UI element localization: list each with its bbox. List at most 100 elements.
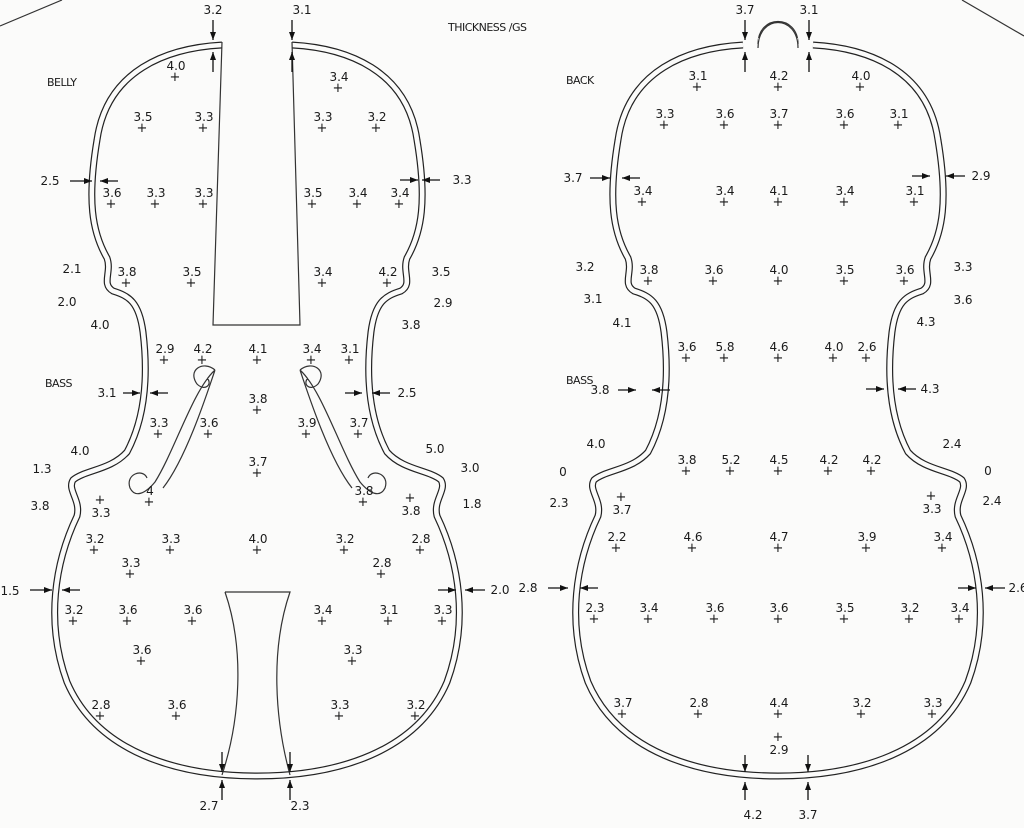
belly-measurement-point: +3.4 xyxy=(313,603,332,629)
belly-thickness-value: 4 xyxy=(146,484,154,498)
back-thickness-value: 3.5 xyxy=(835,601,854,615)
cross-marker-icon: + xyxy=(405,491,416,506)
back-thickness-value: 3.4 xyxy=(633,184,652,198)
belly-edge-thickness: 3.0 xyxy=(460,461,479,475)
belly-edge-thickness: 3.2 xyxy=(203,3,222,17)
belly-measurement-point: +3.3 xyxy=(149,416,168,442)
back-measurement-point: +3.1 xyxy=(688,69,707,95)
belly-thickness-value: 4.1 xyxy=(248,342,267,356)
back-thickness-value: 4.7 xyxy=(769,530,788,544)
cross-marker-icon: + xyxy=(415,543,426,558)
belly-measurement-point: +4.2 xyxy=(193,342,212,368)
cross-marker-icon: + xyxy=(693,707,704,722)
belly-outline-right xyxy=(256,41,463,780)
belly-thickness-value: 3.1 xyxy=(379,603,398,617)
back-measurement-point: +2.9 xyxy=(769,730,788,757)
cross-marker-icon: + xyxy=(197,353,208,368)
back-thickness-value: 3.6 xyxy=(715,107,734,121)
belly-thickness-value: 2.8 xyxy=(372,556,391,570)
back-thickness-value: 4.2 xyxy=(819,453,838,467)
belly-thickness-value: 3.3 xyxy=(313,110,332,124)
back-thickness-value: 3.4 xyxy=(933,530,952,544)
back-thickness-value: 3.9 xyxy=(857,530,876,544)
back-measurement-point: +4.2 xyxy=(819,453,838,479)
cross-marker-icon: + xyxy=(611,541,622,556)
back-edge-thickness: 3.1 xyxy=(799,3,818,17)
belly-thickness-value: 3.3 xyxy=(343,643,362,657)
back-edge-thickness: 4.2 xyxy=(743,808,762,822)
cross-marker-icon: + xyxy=(165,543,176,558)
belly-measurement-point: +4.0 xyxy=(248,532,267,558)
back-measurement-point: +5.8 xyxy=(715,340,734,366)
cross-marker-icon: + xyxy=(252,403,263,418)
back-thickness-value: 3.8 xyxy=(677,453,696,467)
belly-measurement-point: +4 xyxy=(144,484,155,510)
back-thickness-value: 3.4 xyxy=(950,601,969,615)
belly-measurement-point: +4.0 xyxy=(166,59,185,85)
back-measurement-point: +5.2 xyxy=(721,453,740,479)
back-thickness-value: 2.3 xyxy=(585,601,604,615)
belly-measurement-point: +3.6 xyxy=(183,603,202,629)
belly-measurement-point: +3.4 xyxy=(390,186,409,212)
cross-marker-icon: + xyxy=(589,612,600,627)
back-thickness-value: 3.4 xyxy=(715,184,734,198)
back-thickness-value: 4.0 xyxy=(824,340,843,354)
cross-marker-icon: + xyxy=(839,195,850,210)
back-edge-thickness: 0 xyxy=(559,465,567,479)
cross-marker-icon: + xyxy=(198,197,209,212)
back-measurement-point: +3.4 xyxy=(715,184,734,210)
cross-marker-icon: + xyxy=(333,81,344,96)
belly-thickness-value: 3.4 xyxy=(313,603,332,617)
belly-thickness-value: 4.0 xyxy=(248,532,267,546)
cross-marker-icon: + xyxy=(899,274,910,289)
cross-marker-icon: + xyxy=(708,274,719,289)
cross-marker-icon: + xyxy=(339,543,350,558)
cross-marker-icon: + xyxy=(856,707,867,722)
back-edge-thickness: 2.4 xyxy=(942,437,961,451)
back-thickness-value: 3.1 xyxy=(905,184,924,198)
back-measurement-point: +4.0 xyxy=(851,69,870,95)
belly-measurement-point: +3.4 xyxy=(313,265,332,291)
belly-edge-thickness: 2.3 xyxy=(290,799,309,813)
belly-edge-thickness: 3.8 xyxy=(401,318,420,332)
cross-marker-icon: + xyxy=(252,543,263,558)
back-thickness-value: 5.2 xyxy=(721,453,740,467)
cross-marker-icon: + xyxy=(301,427,312,442)
back-outline-right xyxy=(777,41,984,780)
belly-measurement-point: +3.3 xyxy=(433,603,452,629)
belly-measurement-point: +3.3 xyxy=(330,698,349,724)
belly-measurement-point: +4.2 xyxy=(378,265,397,291)
belly-thickness-value: 2.8 xyxy=(91,698,110,712)
belly-edge-thickness: 3.3 xyxy=(452,173,471,187)
cross-marker-icon: + xyxy=(773,118,784,133)
back-measurement-point: +4.0 xyxy=(769,263,788,289)
belly-thickness-value: 4.2 xyxy=(193,342,212,356)
back-measurement-point: +3.6 xyxy=(715,107,734,133)
back-thickness-value: 3.1 xyxy=(688,69,707,83)
belly-measurement-point: +3.8 xyxy=(401,491,420,518)
cross-marker-icon: + xyxy=(893,118,904,133)
cross-marker-icon: + xyxy=(383,614,394,629)
back-edge-thickness: 2.8 xyxy=(518,581,537,595)
back-thickness-value: 3.3 xyxy=(923,696,942,710)
belly-edge-thickness: 1.5 xyxy=(0,584,19,598)
back-thickness-value: 3.5 xyxy=(835,263,854,277)
belly-edge-thickness: 4.0 xyxy=(90,318,109,332)
belly-thickness-value: 3.3 xyxy=(194,186,213,200)
cross-marker-icon: + xyxy=(828,351,839,366)
back-measurement-point: +3.7 xyxy=(769,107,788,133)
belly-measurement-point: +3.8 xyxy=(248,392,267,418)
cross-marker-icon: + xyxy=(95,493,106,508)
belly-label: BELLY xyxy=(47,76,77,89)
cross-marker-icon: + xyxy=(307,197,318,212)
back-measurement-point: +3.3 xyxy=(922,489,941,516)
cross-marker-icon: + xyxy=(171,709,182,724)
cross-marker-icon: + xyxy=(823,464,834,479)
back-thickness-value: 4.0 xyxy=(851,69,870,83)
belly-thickness-value: 3.1 xyxy=(340,342,359,356)
belly-measurement-point: +3.3 xyxy=(194,186,213,212)
back-thickness-value: 5.8 xyxy=(715,340,734,354)
cross-marker-icon: + xyxy=(382,276,393,291)
f-hole-right xyxy=(299,365,387,495)
back-measurement-point: +3.7 xyxy=(612,490,631,517)
